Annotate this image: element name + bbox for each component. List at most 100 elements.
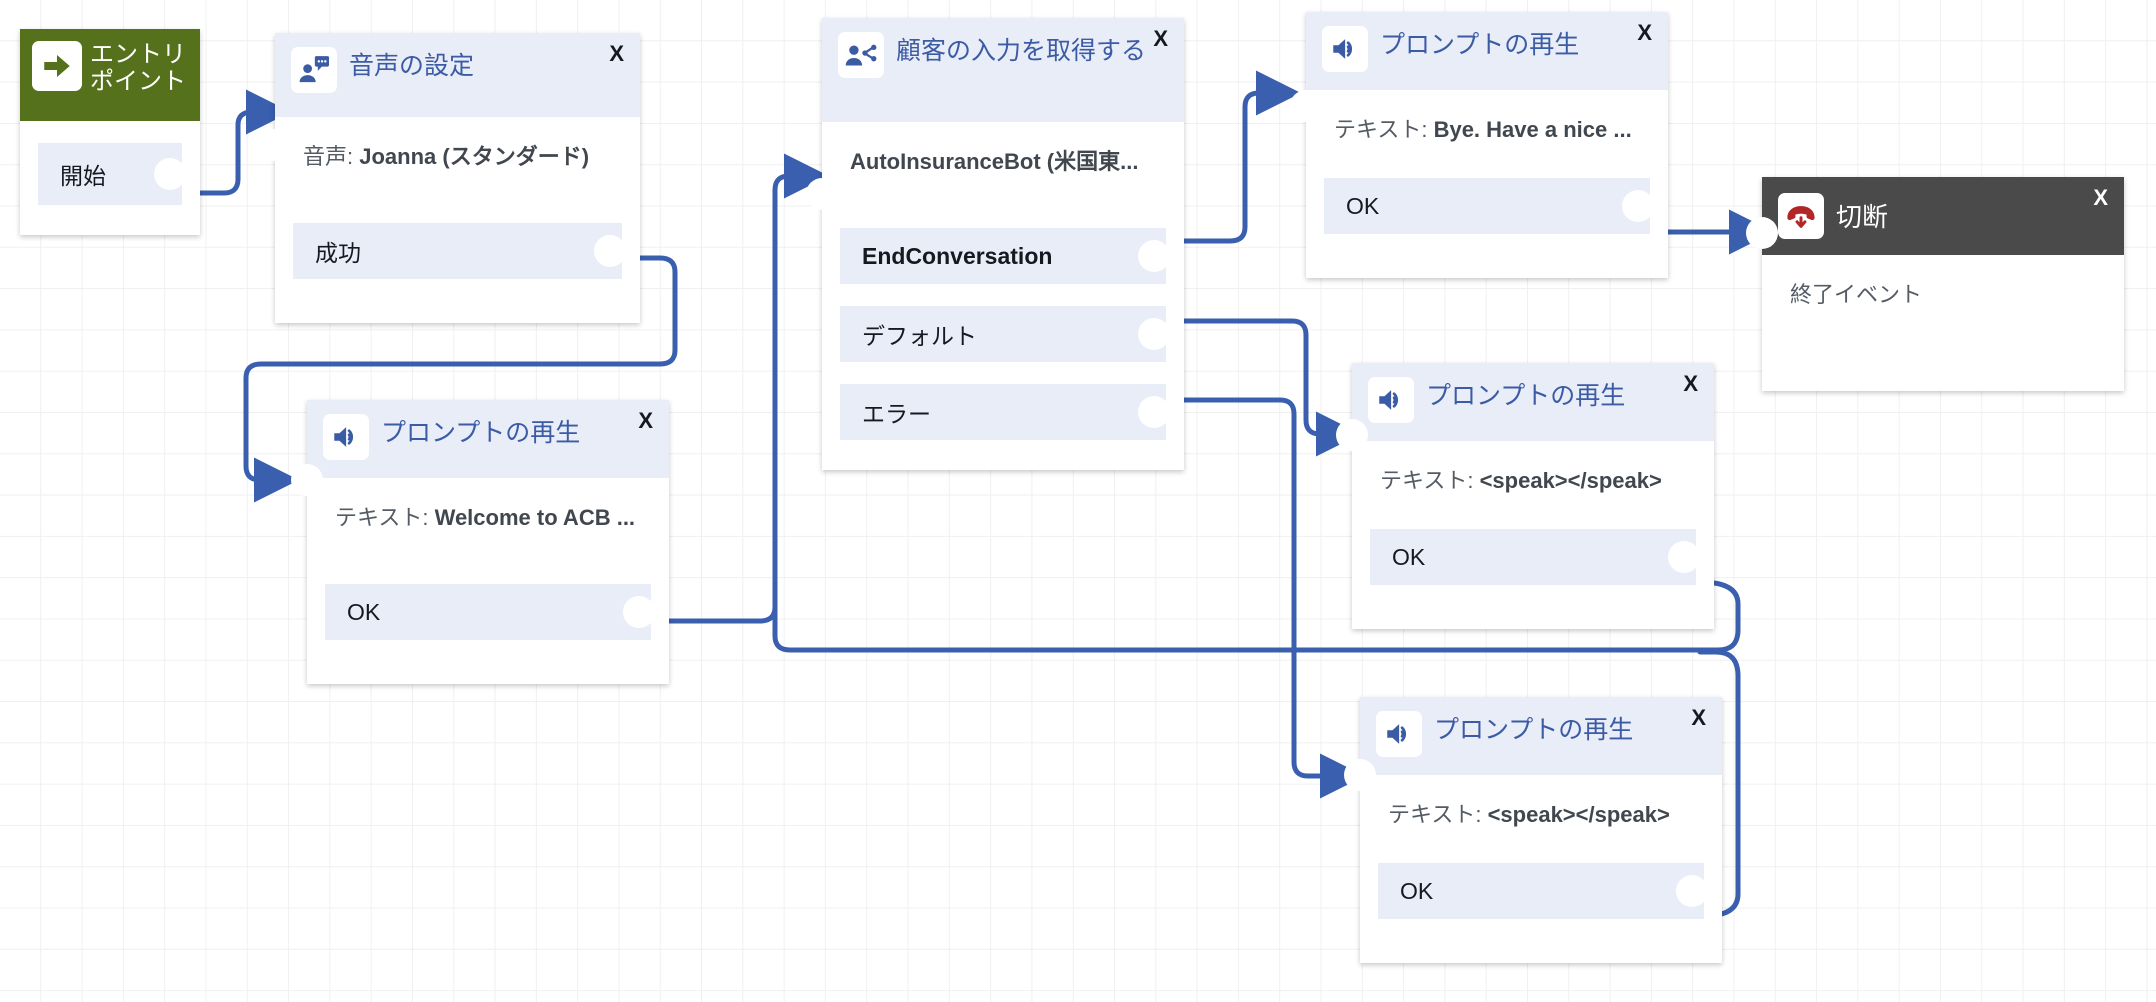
branch-endconversation-label: EndConversation <box>862 242 1053 269</box>
set-voice-header: 音声の設定 X <box>275 33 640 117</box>
close-icon[interactable]: X <box>1637 20 1652 45</box>
speaker-icon <box>1322 26 1368 72</box>
getinput-title: 顧客の入力を取得する <box>896 37 1147 65</box>
speak1-input-port[interactable] <box>1336 419 1368 451</box>
welcome-title: プロンプトの再生 <box>381 419 581 447</box>
set-voice-subtitle: 音声: Joanna (スタンダード) <box>275 117 640 171</box>
node-play-prompt-welcome[interactable]: プロンプトの再生 X テキスト: Welcome to ACB ... OK <box>291 400 669 684</box>
branch-ok[interactable]: OK <box>1378 863 1708 919</box>
branch-default-label: デフォルト <box>862 323 977 349</box>
branch-error-port[interactable] <box>1138 396 1170 428</box>
branch-ok-label: OK <box>1400 877 1434 904</box>
branch-start-port[interactable] <box>154 158 186 190</box>
branch-error[interactable]: エラー <box>840 384 1170 440</box>
speak2-header: プロンプトの再生 X <box>1360 697 1722 775</box>
branch-ok-port[interactable] <box>623 596 655 628</box>
speak1-header: プロンプトの再生 X <box>1352 363 1714 441</box>
node-disconnect[interactable]: 切断 X 終了イベント <box>1746 177 2124 391</box>
close-icon[interactable]: X <box>1691 705 1706 730</box>
bye-subtitle-value: Bye. Have a nice ... <box>1433 117 1632 142</box>
branch-ok[interactable]: OK <box>1370 529 1700 585</box>
branch-default-port[interactable] <box>1138 318 1170 350</box>
speak2-title: プロンプトの再生 <box>1434 716 1634 744</box>
disconnect-title: 切断 <box>1836 202 1889 233</box>
close-icon[interactable]: X <box>1153 26 1168 51</box>
arrow-right-icon <box>32 41 82 91</box>
welcome-header: プロンプトの再生 X <box>307 400 669 478</box>
branch-ok-label: OK <box>347 598 381 625</box>
branch-ok[interactable]: OK <box>325 584 655 640</box>
node-get-customer-input[interactable]: 顧客の入力を取得する X AutoInsuranceBot (米国東... En… <box>806 18 1184 470</box>
branch-error-label: エラー <box>862 401 931 427</box>
person-speech-bubble-icon <box>291 47 337 93</box>
wire-welcome-to-getinput <box>652 153 829 624</box>
branch-default[interactable]: デフォルト <box>840 306 1170 362</box>
close-icon[interactable]: X <box>2093 185 2108 210</box>
getinput-header: 顧客の入力を取得する X <box>822 18 1184 122</box>
node-set-voice[interactable]: 音声の設定 X 音声: Joanna (スタンダード) 成功 <box>259 33 640 323</box>
set-voice-body: 音声: Joanna (スタンダード) 成功 <box>275 117 640 323</box>
branch-success-port[interactable] <box>594 235 626 267</box>
speaker-icon <box>323 414 369 460</box>
speak2-body: テキスト: <speak></speak> OK <box>1360 775 1722 963</box>
bye-subtitle: テキスト: Bye. Have a nice ... <box>1306 90 1668 144</box>
branch-ok-port[interactable] <box>1676 875 1708 907</box>
set-voice-subtitle-prefix: 音声: <box>303 144 360 169</box>
welcome-subtitle-value: Welcome to ACB ... <box>434 505 636 530</box>
speak1-title: プロンプトの再生 <box>1426 382 1626 410</box>
speaker-icon <box>1368 377 1414 423</box>
person-branch-icon <box>838 32 884 78</box>
getinput-subtitle: AutoInsuranceBot (米国東... <box>822 122 1184 176</box>
bye-input-port[interactable] <box>1290 90 1322 122</box>
set-voice-subtitle-value: Joanna (スタンダード) <box>359 144 590 169</box>
speak2-input-port[interactable] <box>1344 759 1376 791</box>
branch-endconversation[interactable]: EndConversation <box>840 228 1170 284</box>
speak2-subtitle: テキスト: <speak></speak> <box>1360 775 1722 829</box>
branch-endconversation-port[interactable] <box>1138 240 1170 272</box>
node-play-prompt-speak-error[interactable]: プロンプトの再生 X テキスト: <speak></speak> OK <box>1344 697 1722 963</box>
speak1-subtitle-prefix: テキスト: <box>1380 468 1480 493</box>
entry-point-body: 開始 <box>20 121 200 235</box>
wire-error-to-speak2 <box>1165 397 1365 799</box>
speaker-icon <box>1376 711 1422 757</box>
bye-header: プロンプトの再生 X <box>1306 12 1668 90</box>
bye-subtitle-prefix: テキスト: <box>1334 117 1434 142</box>
hang-up-phone-icon <box>1778 193 1824 239</box>
entry-point-title: エントリポイント <box>90 41 186 96</box>
welcome-body: テキスト: Welcome to ACB ... OK <box>307 478 669 684</box>
branch-ok-label: OK <box>1392 543 1426 570</box>
getinput-input-port[interactable] <box>806 178 838 210</box>
close-icon[interactable]: X <box>609 41 624 66</box>
node-play-prompt-speak-default[interactable]: プロンプトの再生 X テキスト: <speak></speak> OK <box>1336 363 1714 629</box>
branch-success-label: 成功 <box>315 240 361 266</box>
branch-ok-port[interactable] <box>1622 190 1654 222</box>
speak1-subtitle-value: <speak></speak> <box>1479 468 1662 493</box>
welcome-input-port[interactable] <box>291 464 323 496</box>
disconnect-input-port[interactable] <box>1746 217 1778 249</box>
welcome-subtitle: テキスト: Welcome to ACB ... <box>307 478 669 532</box>
branch-success[interactable]: 成功 <box>293 223 626 279</box>
branch-start-label: 開始 <box>60 163 106 189</box>
branch-ok-label: OK <box>1346 192 1380 219</box>
bye-title: プロンプトの再生 <box>1380 31 1580 59</box>
speak1-subtitle: テキスト: <speak></speak> <box>1352 441 1714 495</box>
node-entry-point[interactable]: エントリポイント 開始 <box>20 29 200 235</box>
set-voice-input-port[interactable] <box>259 129 291 161</box>
wire-default-to-speak1 <box>1165 318 1361 457</box>
branch-ok[interactable]: OK <box>1324 178 1654 234</box>
disconnect-body: 終了イベント <box>1762 255 2124 391</box>
disconnect-subtitle: 終了イベント <box>1790 282 1923 307</box>
getinput-body: AutoInsuranceBot (米国東... EndConversation… <box>822 122 1184 470</box>
set-voice-title: 音声の設定 <box>349 52 475 80</box>
entry-point-header: エントリポイント <box>20 29 200 121</box>
branch-start[interactable]: 開始 <box>38 143 186 205</box>
speak1-body: テキスト: <speak></speak> OK <box>1352 441 1714 629</box>
welcome-subtitle-prefix: テキスト: <box>335 505 435 530</box>
close-icon[interactable]: X <box>638 408 653 433</box>
node-play-prompt-bye[interactable]: プロンプトの再生 X テキスト: Bye. Have a nice ... OK <box>1290 12 1668 278</box>
speak2-subtitle-value: <speak></speak> <box>1487 802 1670 827</box>
branch-ok-port[interactable] <box>1668 541 1700 573</box>
disconnect-header: 切断 X <box>1762 177 2124 255</box>
close-icon[interactable]: X <box>1683 371 1698 396</box>
